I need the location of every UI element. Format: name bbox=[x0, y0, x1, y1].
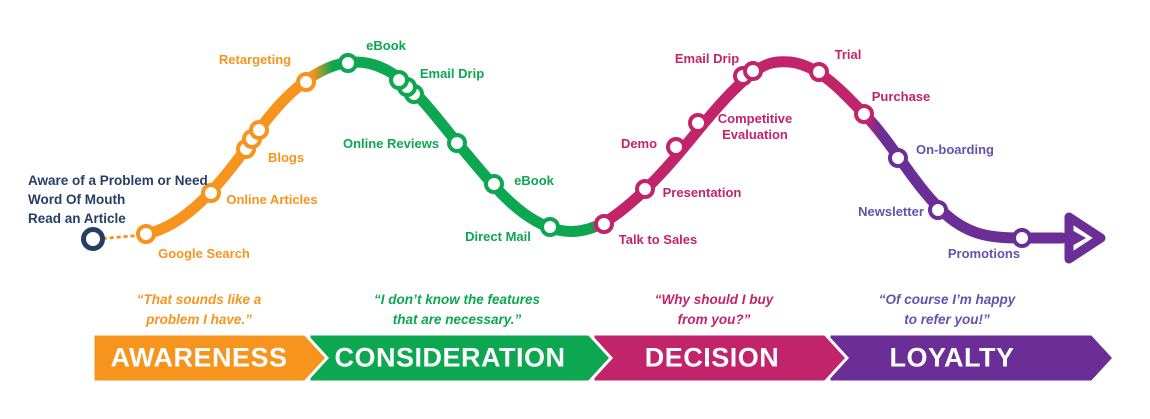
touchpoint-label-on-boarding: On-boarding bbox=[916, 142, 994, 157]
touchpoint-label-ebook-1: eBook bbox=[366, 38, 406, 53]
touchpoint-dot-on-boarding bbox=[888, 148, 908, 168]
touchpoint-dot-newsletter bbox=[928, 200, 948, 220]
touchpoint-label-newsletter: Newsletter bbox=[858, 204, 924, 219]
touchpoint-dot-talk-to-sales bbox=[594, 214, 614, 234]
touchpoint-dot-email-drip-1a bbox=[389, 70, 409, 90]
touchpoint-label-retargeting: Retargeting bbox=[218, 52, 292, 67]
touchpoint-label-direct-mail: Direct Mail bbox=[465, 229, 531, 244]
touchpoint-dot-ebook-1 bbox=[338, 53, 358, 73]
touchpoint-label-google-search: Google Search bbox=[158, 246, 250, 261]
touchpoint-dot-promotions bbox=[1012, 228, 1032, 248]
quote-loyalty: “Of course I’m happy to refer you!” bbox=[878, 292, 1016, 327]
start-note: Aware of a Problem or Need Word Of Mouth… bbox=[28, 173, 208, 226]
touchpoint-dot-email-drip-2b bbox=[743, 61, 763, 81]
touchpoint-dot-ebook-2 bbox=[484, 174, 504, 194]
touchpoint-dot-google-search bbox=[136, 224, 156, 244]
stage-chevron-awareness bbox=[91, 332, 330, 384]
touchpoint-dot-online-articles bbox=[201, 183, 221, 203]
quote-decision: “Why should I buy from you?” bbox=[654, 292, 774, 327]
start-dot bbox=[81, 227, 105, 251]
touchpoint-label-demo: Demo bbox=[620, 136, 658, 151]
touchpoint-label-promotions: Promotions bbox=[947, 246, 1021, 261]
touchpoint-dot-online-reviews bbox=[447, 133, 467, 153]
touchpoint-dot-presentation bbox=[635, 179, 655, 199]
stage-label-consideration: CONSIDERATION bbox=[334, 342, 566, 373]
touchpoint-label-purchase: Purchase bbox=[871, 89, 931, 104]
touchpoint-dot-trial bbox=[809, 62, 829, 82]
touchpoint-dot-purchase bbox=[854, 104, 874, 124]
touchpoint-dot-retargeting bbox=[296, 72, 316, 92]
touchpoint-label-trial: Trial bbox=[834, 47, 862, 62]
touchpoint-label-presentation: Presentation bbox=[662, 185, 742, 200]
quote-awareness: “That sounds like a problem I have.” bbox=[136, 292, 262, 327]
touchpoint-label-email-drip-2: Email Drip bbox=[674, 51, 740, 66]
arrow-tip-icon bbox=[1070, 229, 1086, 247]
touchpoint-label-blogs: Blogs bbox=[267, 150, 305, 165]
touchpoint-dot-competitive-evaluation bbox=[688, 113, 708, 133]
stage-label-loyalty: LOYALTY bbox=[889, 342, 1015, 373]
stage-label-decision: DECISION bbox=[644, 342, 780, 373]
touchpoint-dot-demo bbox=[666, 137, 686, 157]
quote-consideration: “I don’t know the features that are nece… bbox=[373, 292, 541, 327]
touchpoint-dot-blogs-3 bbox=[249, 120, 269, 140]
touchpoint-label-online-articles: Online Articles bbox=[226, 192, 318, 207]
touchpoint-label-online-reviews: Online Reviews bbox=[342, 136, 440, 151]
touchpoint-label-email-drip-1: Email Drip bbox=[419, 66, 485, 81]
touchpoint-label-talk-to-sales: Talk to Sales bbox=[618, 232, 698, 247]
touchpoint-label-competitive-evaluation: Competitive Evaluation bbox=[717, 111, 793, 142]
stage-label-awareness: AWARENESS bbox=[110, 342, 288, 373]
touchpoint-label-ebook-2: eBook bbox=[514, 173, 554, 188]
touchpoint-dot-direct-mail bbox=[540, 217, 560, 237]
